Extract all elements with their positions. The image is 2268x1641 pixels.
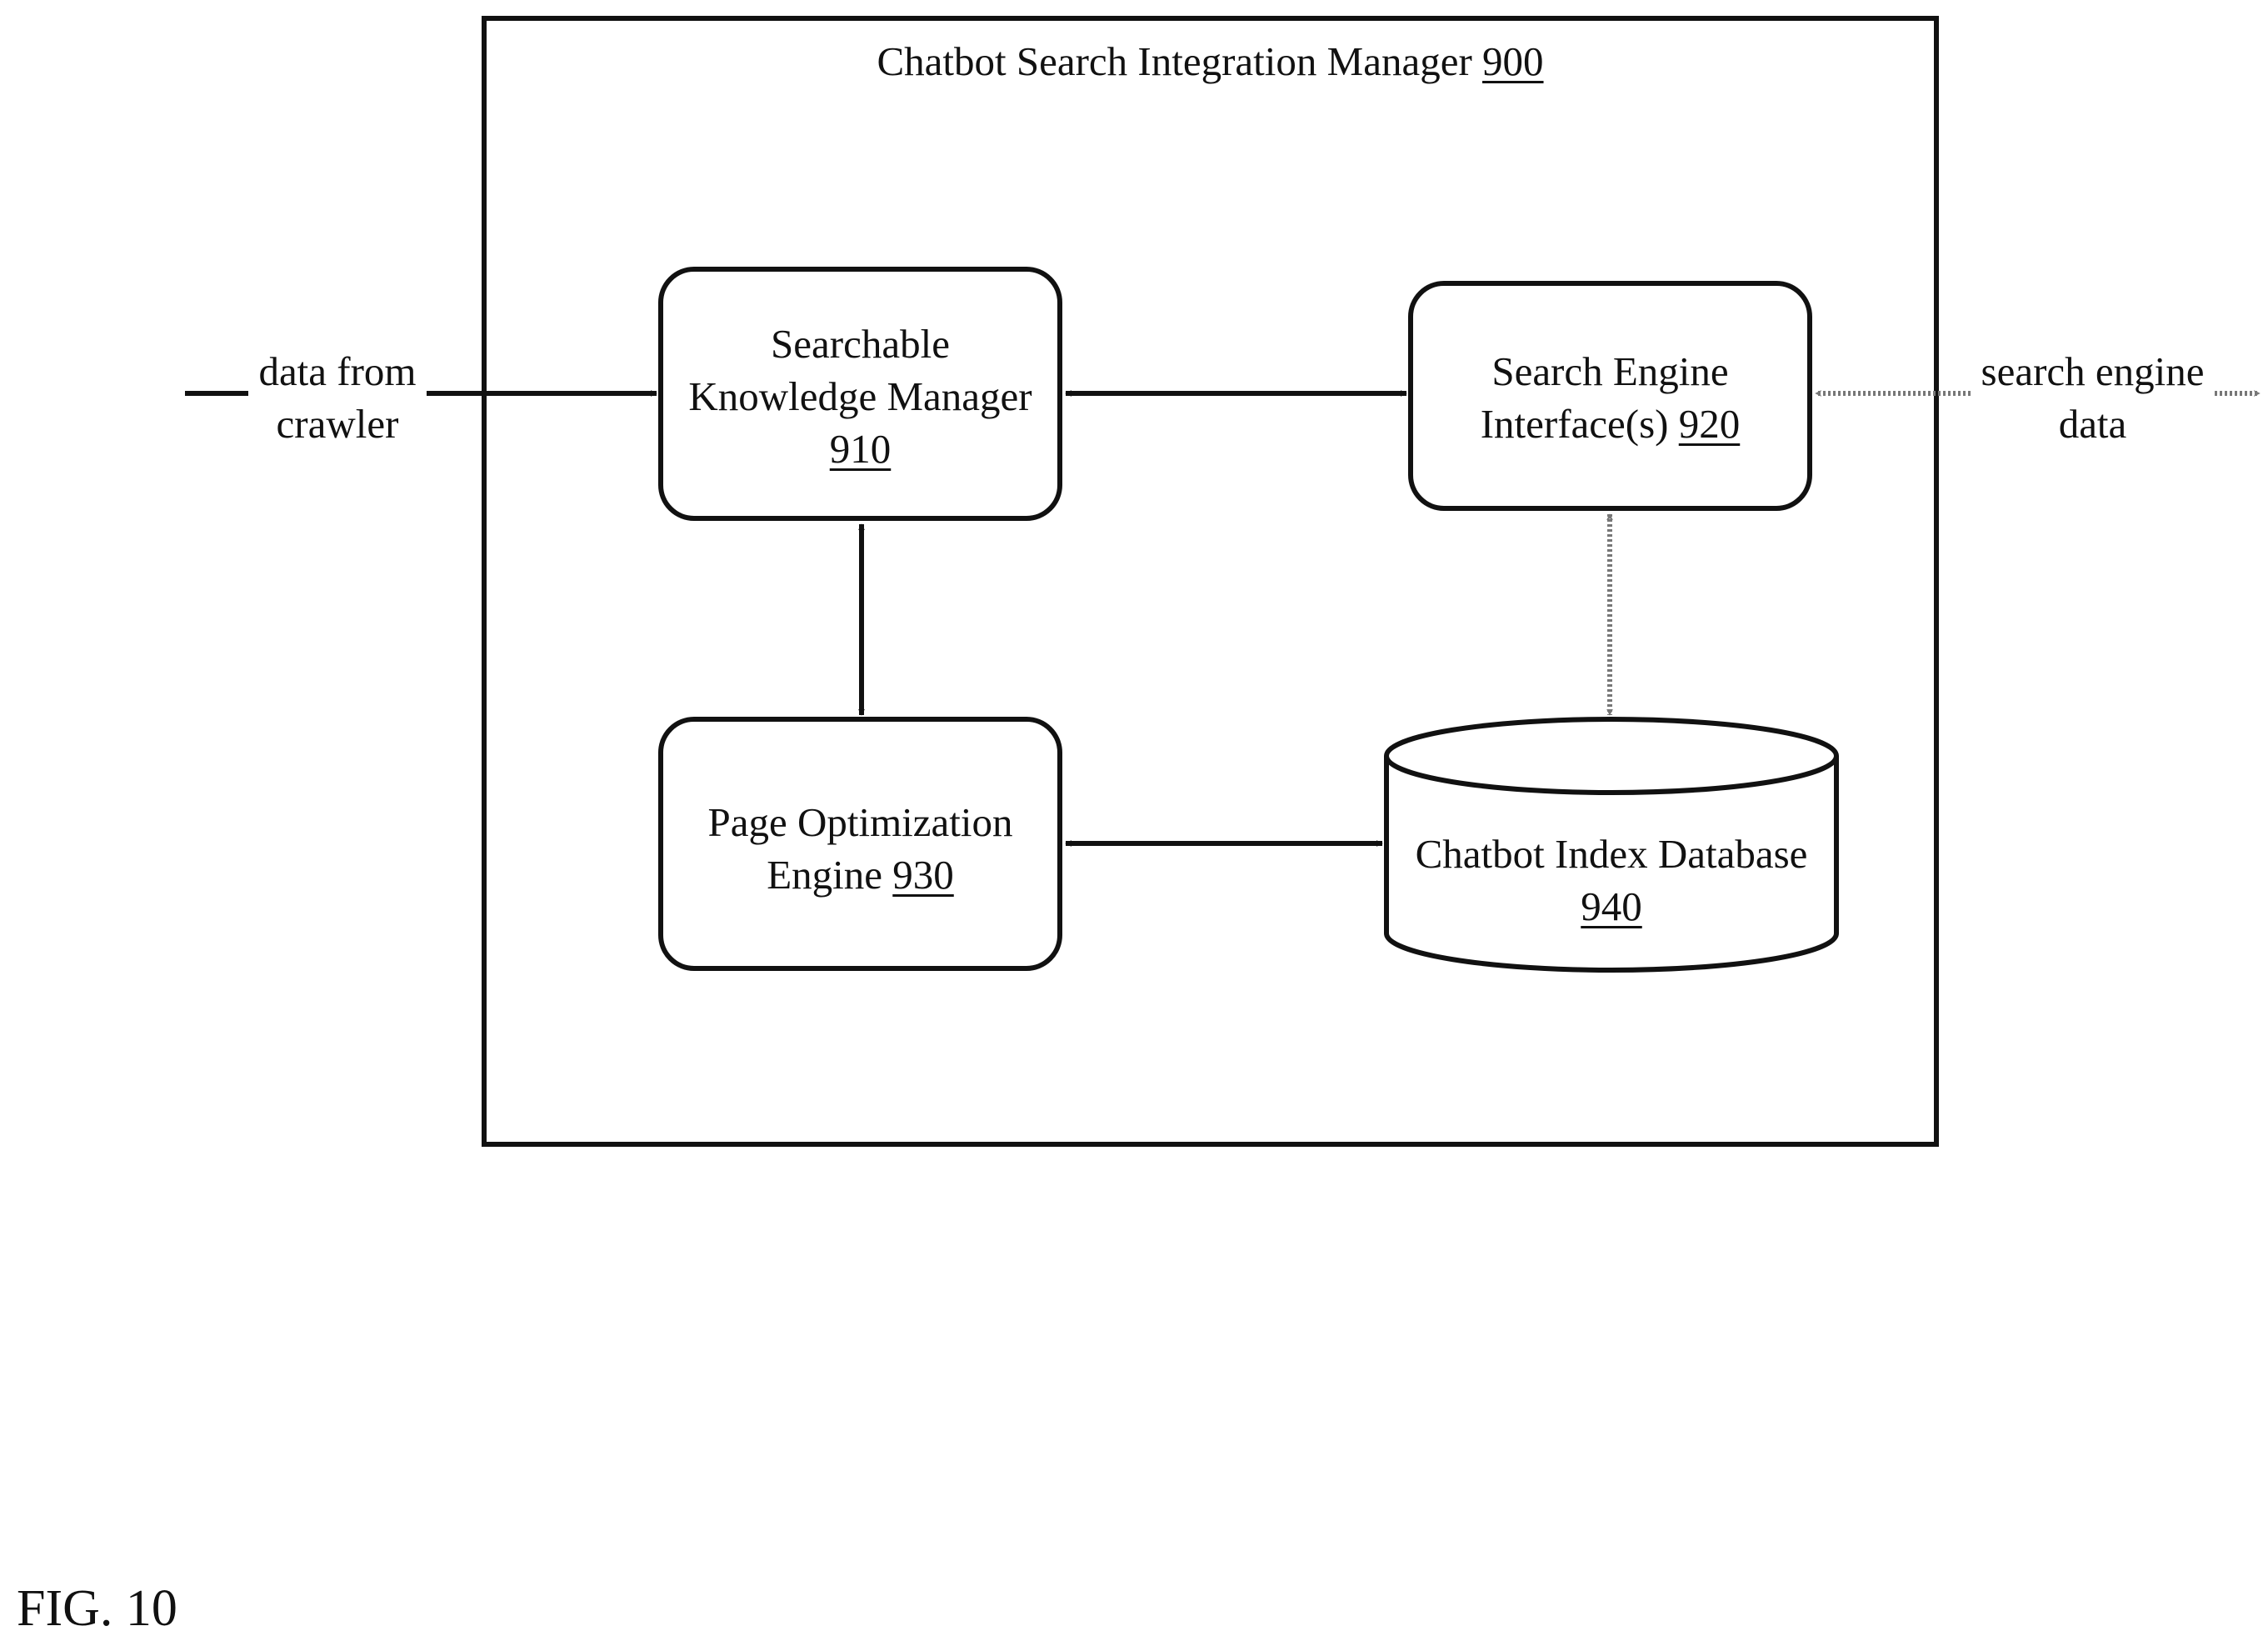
crawler-line2: crawler — [248, 398, 427, 450]
figure-label: FIG. 10 — [17, 1579, 177, 1638]
skm-line2: Knowledge Manager — [661, 370, 1060, 423]
search-engine-data-label: search engine data — [1971, 345, 2215, 450]
poe-line1: Page Optimization — [661, 796, 1060, 848]
chatbot-index-database-label: Chatbot Index Database 940 — [1386, 828, 1836, 933]
search-engine-line2: data — [1971, 398, 2215, 450]
search-engine-line1: search engine — [1971, 345, 2215, 398]
cid-line1: Chatbot Index Database — [1386, 828, 1836, 880]
manager-title: Chatbot Search Integration Manager 900 — [484, 35, 1936, 88]
sei-line2: Interface(s) — [1481, 401, 1669, 447]
sei-ref: 920 — [1679, 401, 1741, 447]
search-engine-interface-label: Search Engine Interface(s) 920 — [1411, 345, 1810, 450]
searchable-knowledge-manager-label: Searchable Knowledge Manager 910 — [661, 318, 1060, 475]
cid-ref: 940 — [1581, 883, 1642, 929]
crawler-input-label: data from crawler — [248, 345, 427, 450]
sei-line1: Search Engine — [1411, 345, 1810, 398]
page-optimization-engine-label: Page Optimization Engine 930 — [661, 796, 1060, 901]
manager-ref: 900 — [1482, 38, 1544, 84]
poe-line2: Engine — [767, 852, 882, 898]
crawler-line1: data from — [248, 345, 427, 398]
poe-ref: 930 — [892, 852, 954, 898]
manager-boundary — [484, 18, 1936, 1144]
skm-line1: Searchable — [661, 318, 1060, 370]
skm-ref: 910 — [830, 426, 892, 472]
manager-title-text: Chatbot Search Integration Manager — [877, 38, 1471, 84]
